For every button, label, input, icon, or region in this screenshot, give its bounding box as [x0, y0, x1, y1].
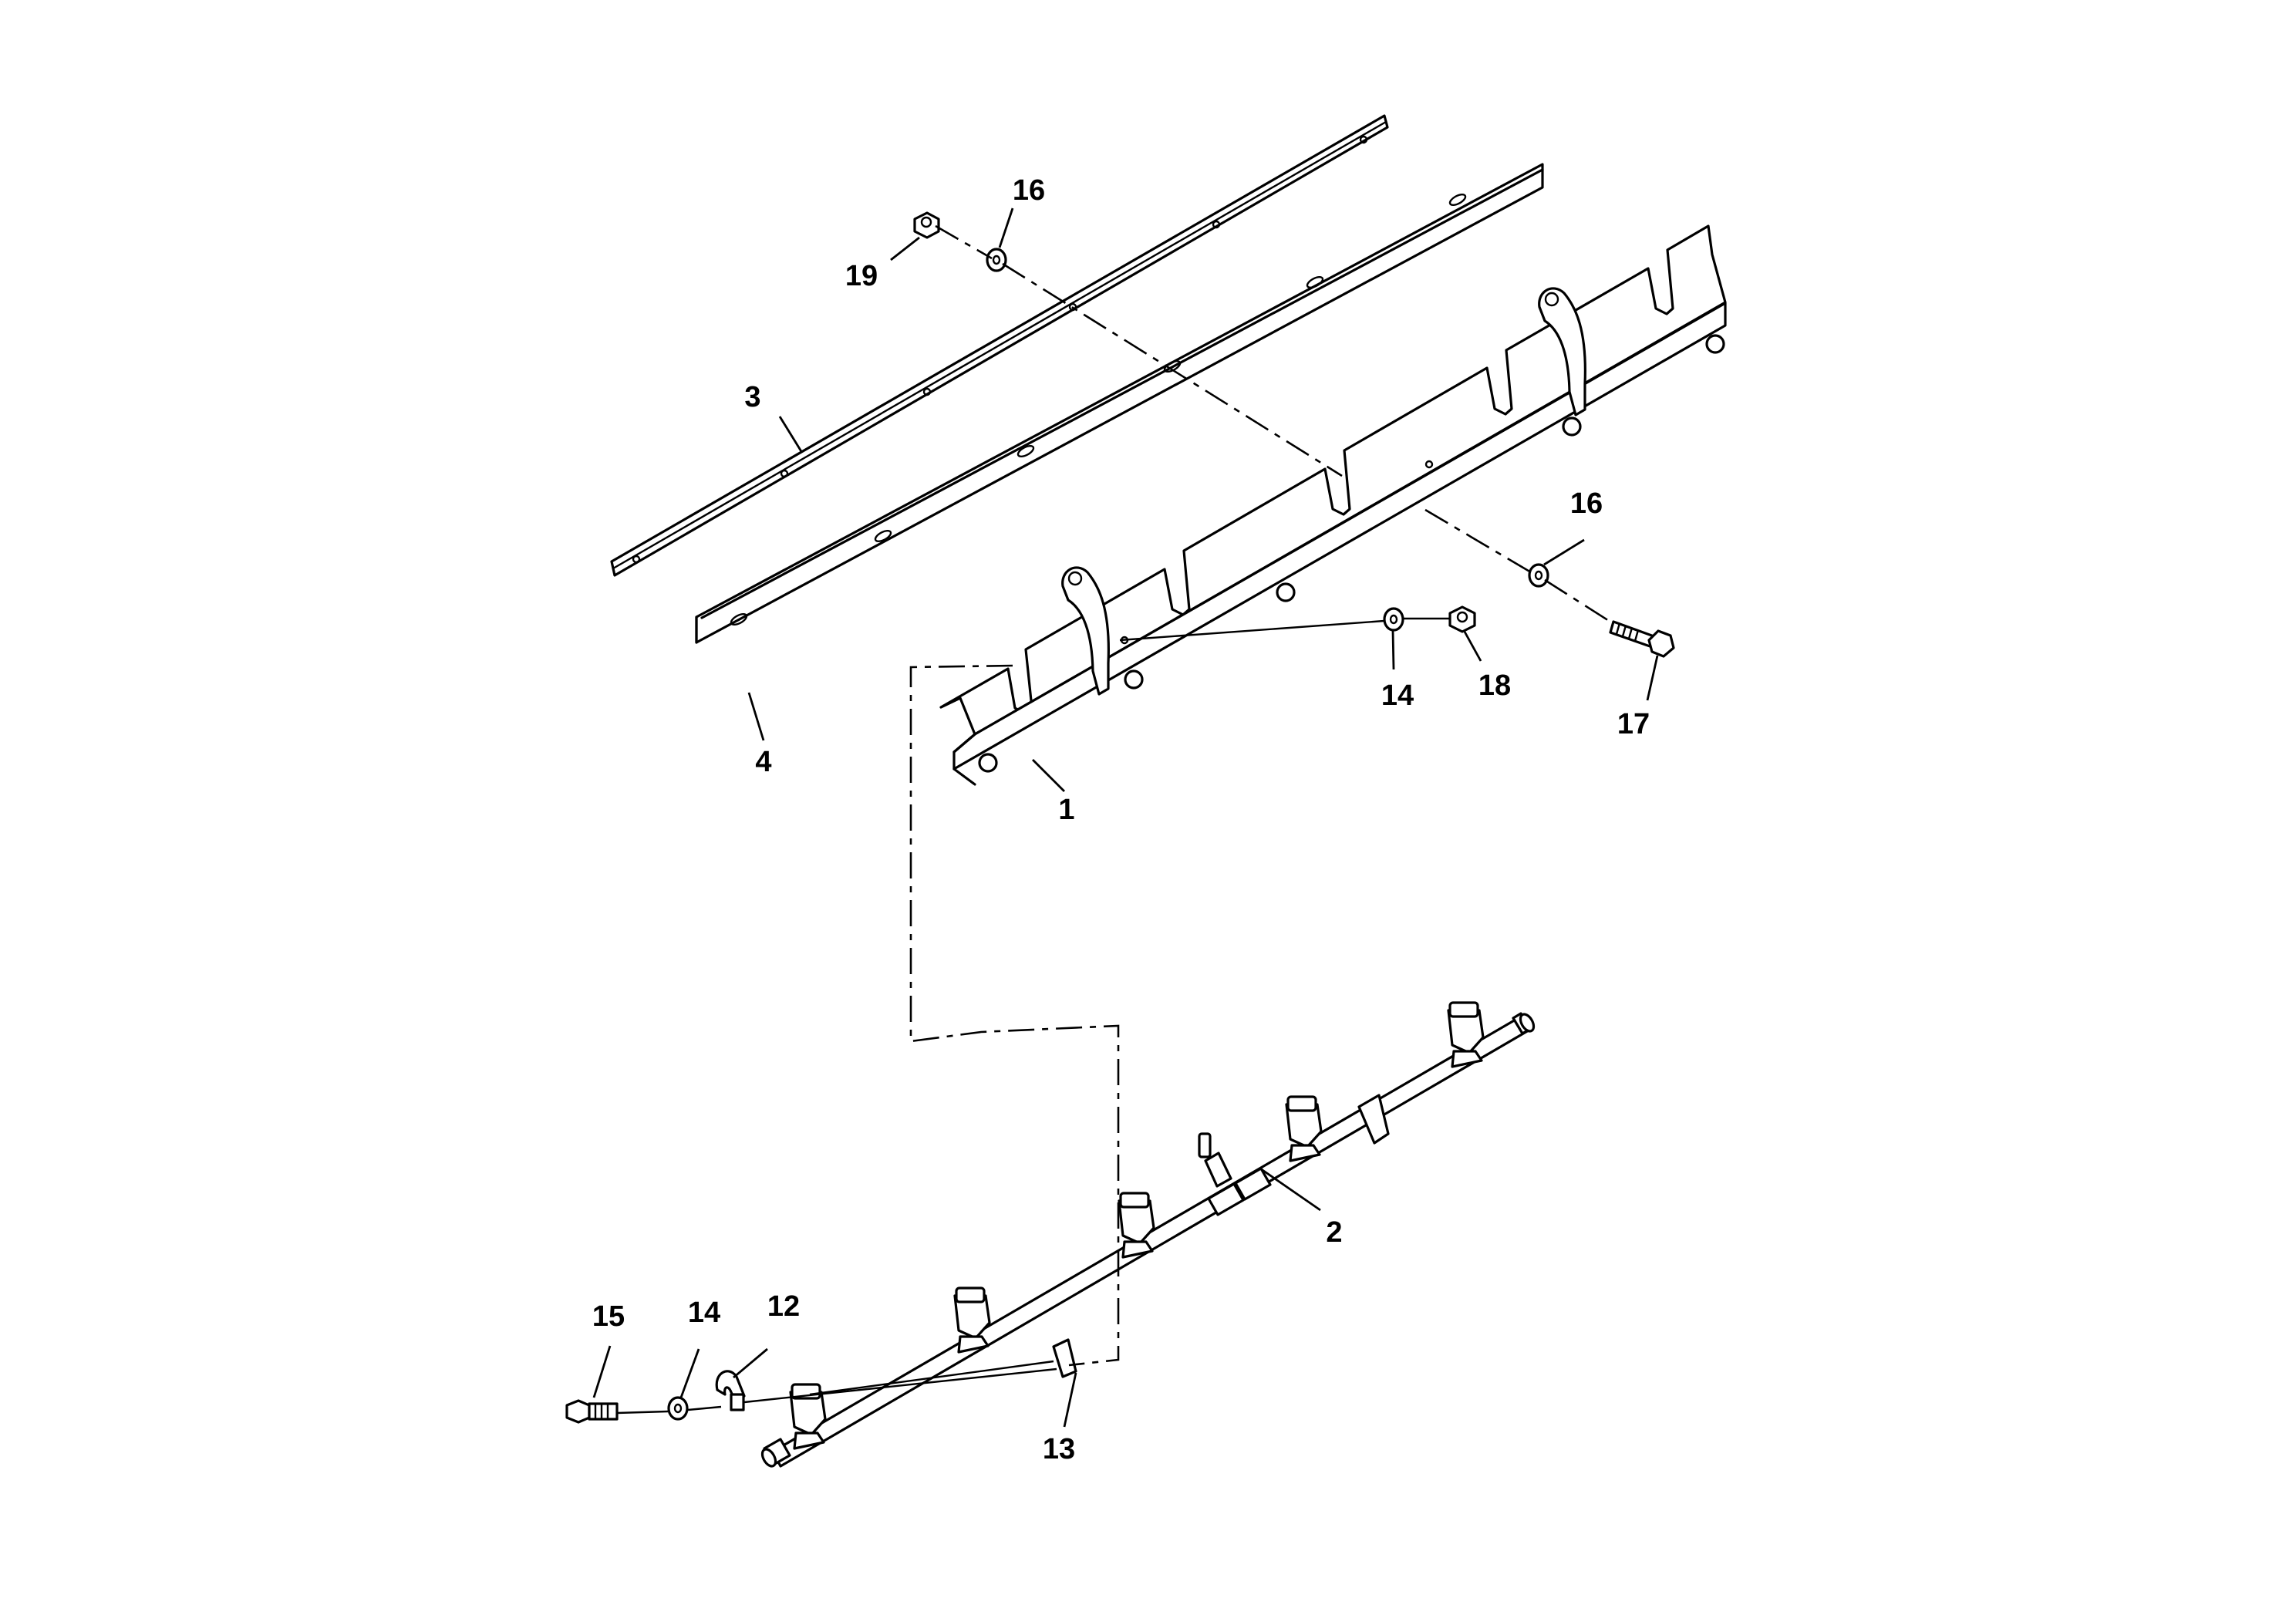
callout-16-upper: 16: [1013, 174, 1045, 207]
callout-3: 3: [744, 381, 760, 413]
part-14-washer-lower: [667, 1396, 689, 1421]
callout-4: 4: [755, 746, 771, 778]
part-12-clamp: [715, 1370, 746, 1411]
leader-lines: [592, 207, 1659, 1428]
nozzle-3: [1118, 1192, 1155, 1259]
callout-15: 15: [592, 1300, 625, 1333]
assembly-lines: [616, 224, 1613, 1415]
callout-16-right: 16: [1570, 487, 1603, 520]
nozzle-2: [953, 1286, 991, 1354]
callout-17: 17: [1617, 708, 1650, 740]
callout-1: 1: [1058, 794, 1074, 826]
part-4-plate: [695, 163, 1544, 644]
part-1-bracket: [939, 224, 1727, 786]
part-15-bolt: [565, 1399, 619, 1424]
callout-19: 19: [845, 260, 878, 292]
callout-14-upper: 14: [1381, 679, 1414, 712]
nozzle-1: [789, 1383, 827, 1450]
part-16-washer-upper: [986, 248, 1007, 272]
callout-18: 18: [1478, 669, 1511, 702]
callout-12: 12: [767, 1290, 800, 1323]
part-2-spray-bar: [760, 1001, 1536, 1468]
part-18-nut: [1448, 605, 1476, 633]
nozzle-5: [1447, 1001, 1485, 1068]
part-17-bolt: [1609, 620, 1675, 658]
callout-2: 2: [1326, 1216, 1342, 1249]
callout-labels: 1 2 3 4 12 13 14 14 15 16 16 17 18 19: [592, 174, 1650, 1465]
part-14-washer-upper: [1383, 607, 1404, 632]
part-16-washer-right: [1528, 563, 1549, 588]
nozzle-4: [1285, 1095, 1323, 1162]
callout-13: 13: [1043, 1433, 1075, 1465]
part-19-nut: [913, 211, 940, 239]
callout-14-lower: 14: [688, 1297, 720, 1329]
part-3-strip: [610, 114, 1389, 577]
part-13-bracket: [1052, 1338, 1077, 1378]
